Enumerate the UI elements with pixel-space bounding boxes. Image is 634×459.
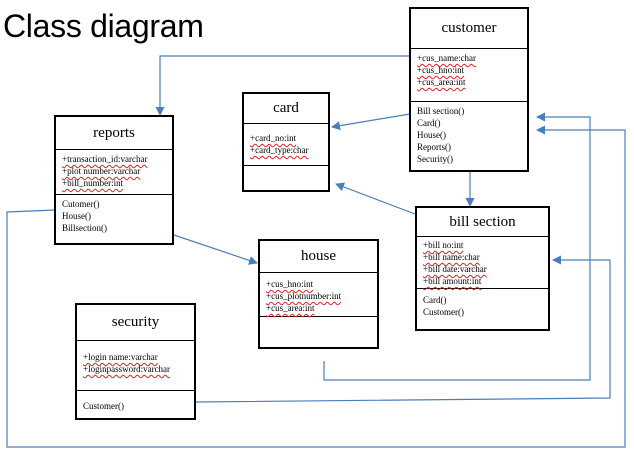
attribute: +bill_number:int (62, 178, 124, 188)
operations: Bill section() Card() House() Reports() … (411, 102, 527, 168)
class-bill-section: bill section +bill no:int +bill name:cha… (415, 206, 550, 331)
operations (244, 166, 328, 172)
attributes: +card_no:int +card_type:char (244, 124, 328, 166)
connector-bill-section-card (335, 182, 416, 215)
operation: Card() (417, 118, 441, 128)
attribute: +plot number:varchar (62, 166, 141, 176)
class-name: customer (411, 9, 527, 49)
attribute: +cus_plotnumber:int (266, 291, 342, 301)
operations: Card() Customer() (417, 289, 548, 321)
operation: Cutomer() (62, 199, 100, 209)
attributes: +bill no:int +bill name:char +bill date:… (417, 237, 548, 289)
class-card: card +card_no:int +card_type:char (242, 92, 330, 192)
class-house: house +cus_hno:int +cus_plotnumber:int +… (258, 239, 379, 349)
connector-customer-card (331, 113, 411, 131)
attribute: +bill amount:int (423, 276, 482, 286)
attributes: +cus_name:char +cus_hno:int +cus_area:in… (411, 49, 527, 102)
class-reports: reports +transaction_id:varchar +plot nu… (54, 115, 174, 245)
attributes: +transaction_id:varchar +plot number:var… (56, 150, 172, 195)
operation: House() (417, 130, 446, 140)
operation: Security() (417, 154, 453, 164)
connector-security-bill-section (195, 255, 611, 403)
attribute: +card_type:char (250, 145, 309, 155)
attribute: +bill no:int (423, 240, 464, 250)
class-name: reports (56, 117, 172, 150)
attribute: +transaction_id:varchar (62, 154, 148, 164)
class-name: bill section (417, 208, 548, 237)
connector-reports-house (173, 234, 258, 265)
attribute: +cus_area:int (266, 303, 315, 313)
attribute: +bill date:varchar (423, 264, 487, 274)
class-name: card (244, 94, 328, 124)
operation: Billsection() (62, 223, 107, 233)
attribute: +cus_name:char (417, 53, 477, 63)
operations: Cutomer() House() Billsection() (56, 195, 172, 237)
operation: Bill section() (417, 106, 465, 116)
operations: Customer() (77, 391, 194, 415)
class-name: security (77, 305, 194, 341)
attribute: +login name:varchar (83, 352, 158, 362)
connector-reports-customer (6, 125, 626, 448)
attribute: +loginpassword:varchar (83, 364, 171, 374)
connector-customer-reports (155, 55, 410, 116)
attribute: +cus_area:int (417, 77, 466, 87)
operation: Customer() (83, 401, 124, 411)
attribute: +cus_hno:int (417, 65, 465, 75)
connector-house-customer (323, 112, 591, 381)
attributes: +cus_hno:int +cus_plotnumber:int +cus_ar… (260, 273, 377, 317)
operation: House() (62, 211, 91, 221)
attribute: +card_no:int (250, 133, 297, 143)
operation: Card() (423, 295, 447, 305)
operations (260, 317, 377, 323)
operation: Reports() (417, 142, 451, 152)
attributes: +login name:varchar +loginpassword:varch… (77, 341, 194, 391)
class-customer: customer +cus_name:char +cus_hno:int +cu… (409, 7, 529, 172)
class-security: security +login name:varchar +loginpassw… (75, 303, 196, 420)
page-title: Class diagram (3, 8, 204, 44)
class-name: house (260, 241, 377, 273)
operation: Customer() (423, 307, 464, 317)
attribute: +bill name:char (423, 252, 480, 262)
attribute: +cus_hno:int (266, 279, 314, 289)
